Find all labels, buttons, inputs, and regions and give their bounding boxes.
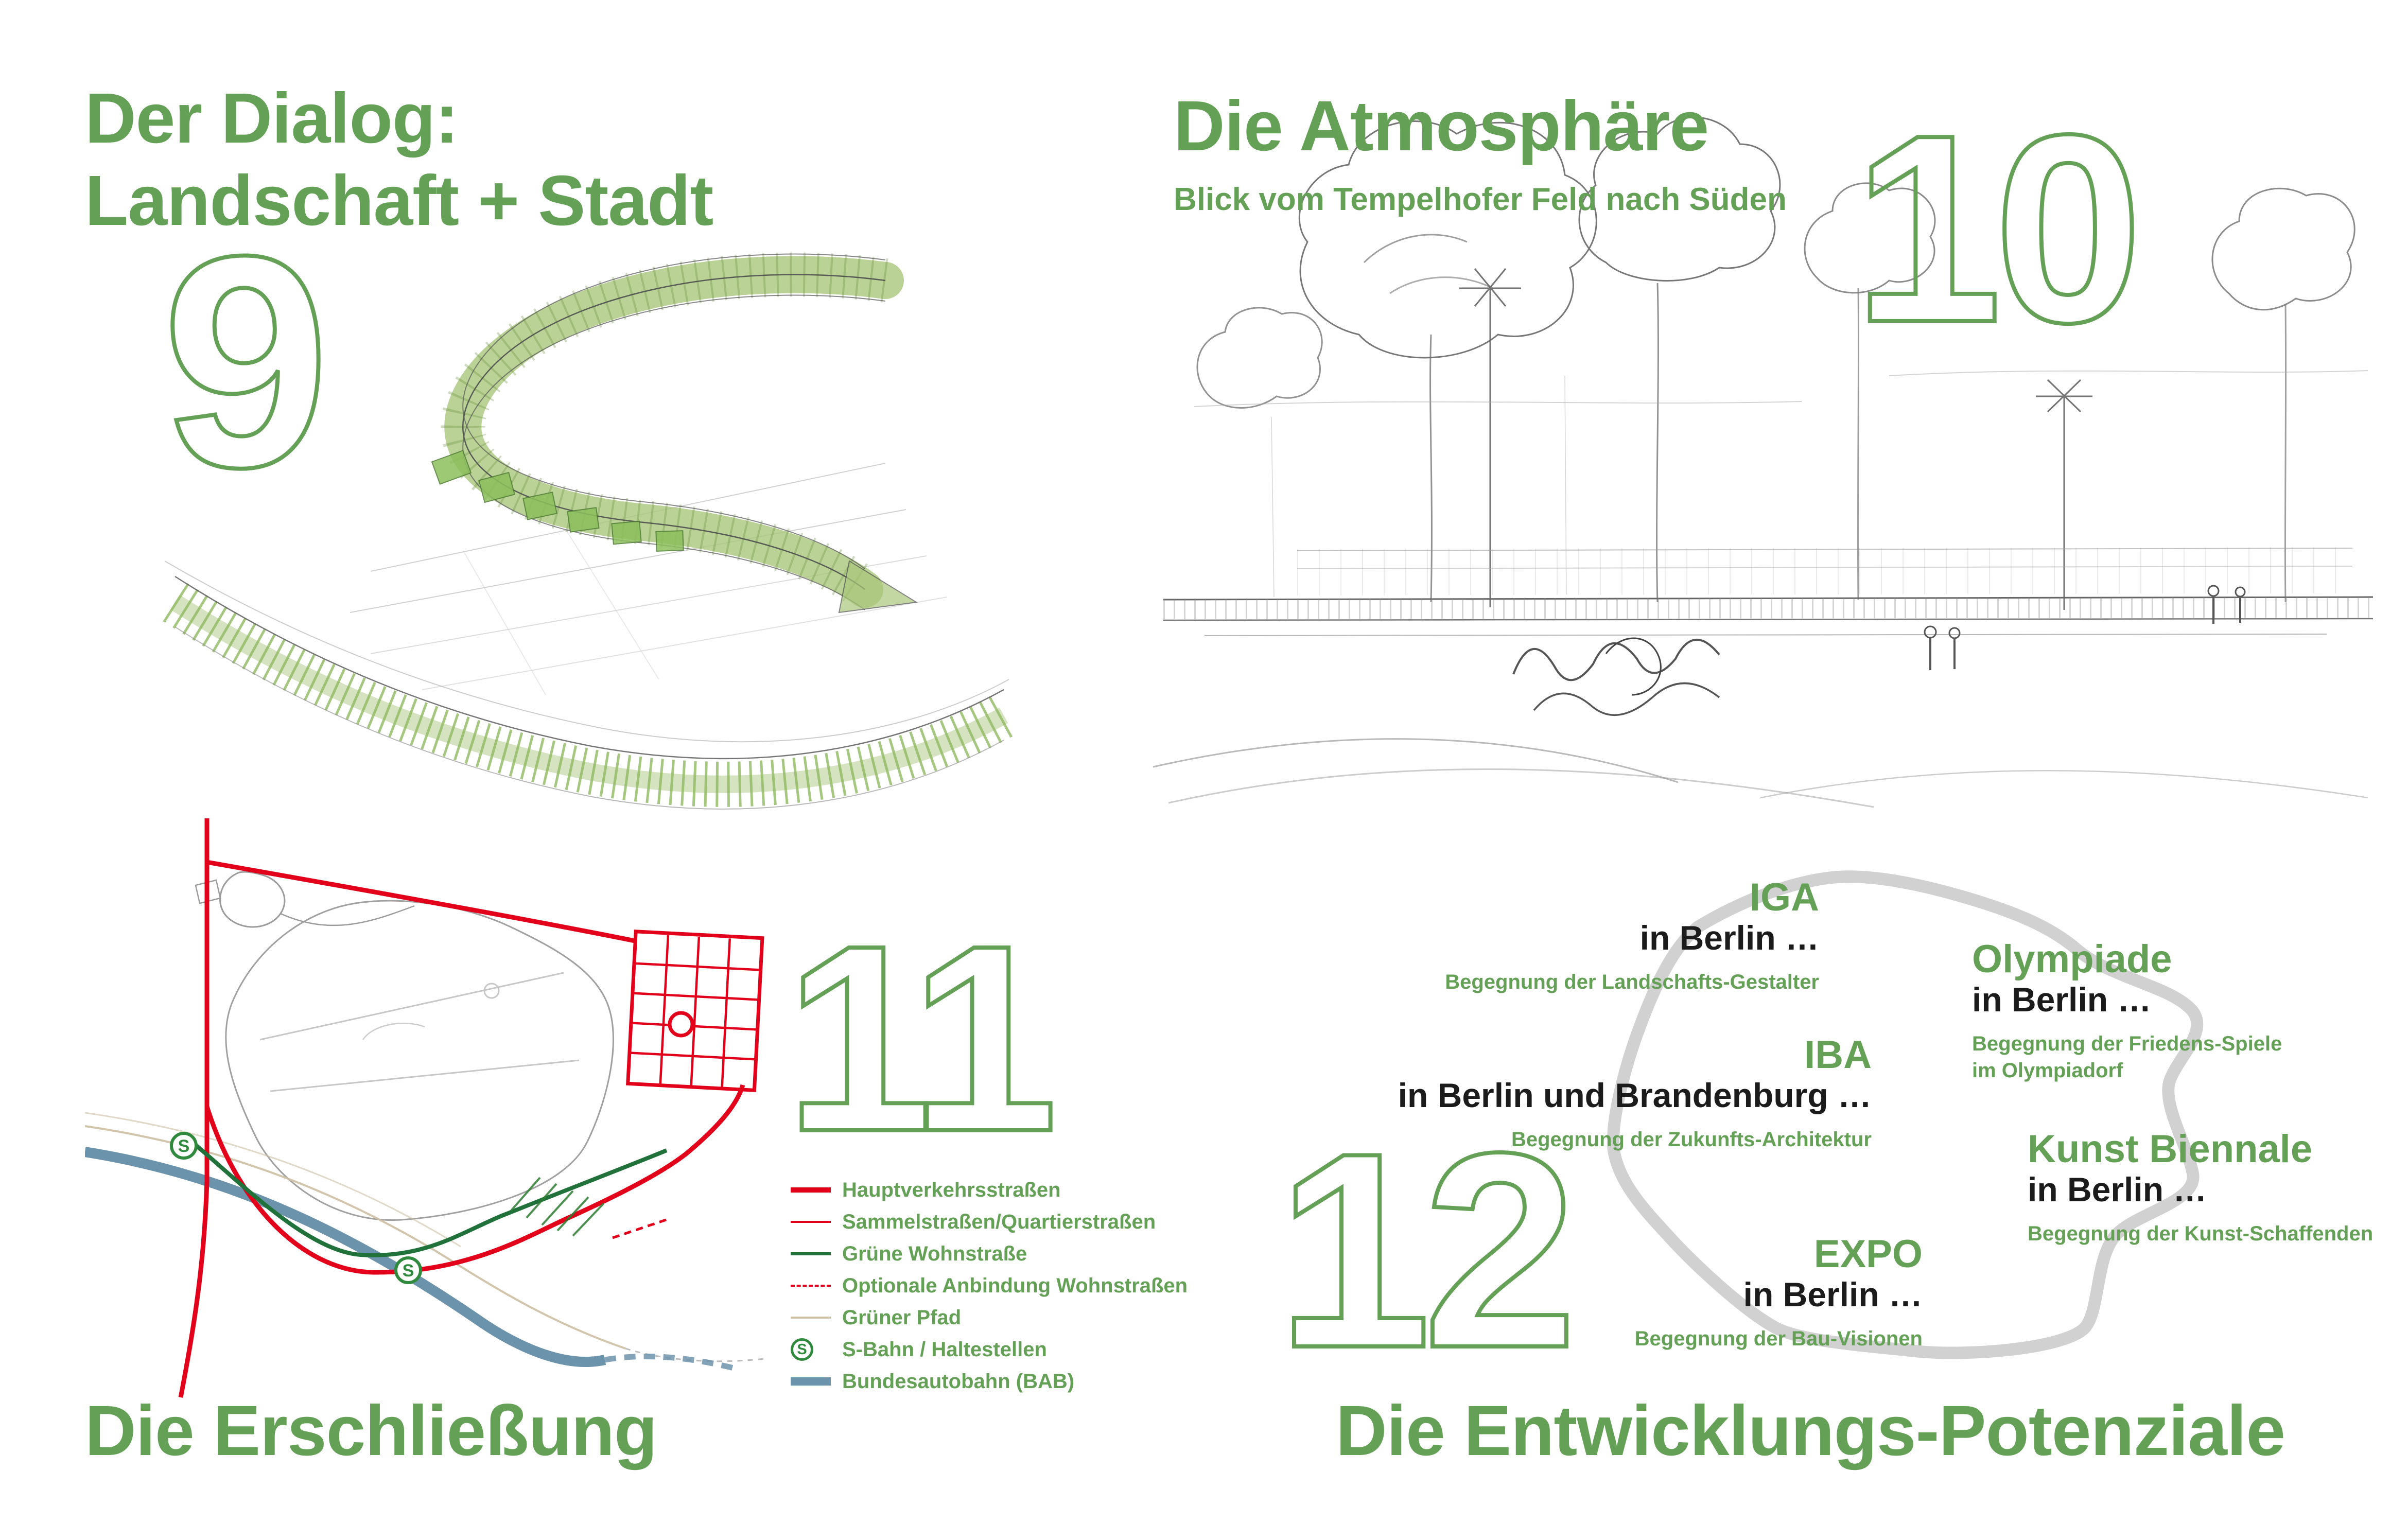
grid-node bbox=[668, 1011, 694, 1038]
event-name: IGA bbox=[1749, 875, 1819, 919]
event-description: Begegnung der Landschafts-Gestalter bbox=[1445, 970, 1819, 993]
event-description: Begegnung der Bau-Visionen bbox=[1634, 1327, 1923, 1350]
event-location: in Berlin … bbox=[1972, 980, 2152, 1019]
optional-connection bbox=[612, 1217, 670, 1239]
dashed-red-line-swatch bbox=[791, 1285, 831, 1287]
event-name: Kunst Biennale bbox=[2028, 1127, 2313, 1171]
dialog-heading-line2: Landschaft + Stadt bbox=[85, 161, 713, 241]
event-kunst-biennale: Kunst Biennale in Berlin … Begegnung der… bbox=[2028, 1129, 2373, 1247]
potenziale-heading: Die Entwicklungs-Potenziale bbox=[1336, 1391, 2285, 1470]
event-location: in Berlin … bbox=[2028, 1170, 2207, 1208]
sbahn-logo-icon: S bbox=[791, 1338, 831, 1361]
page-number-12: 12 bbox=[1275, 1095, 1579, 1406]
svg-text:S: S bbox=[178, 1136, 190, 1156]
event-description: Begegnung der Friedens-Spiele im Olympia… bbox=[1972, 1032, 2282, 1082]
event-location: in Berlin … bbox=[1639, 918, 1819, 957]
legend-label: Bundesautobahn (BAB) bbox=[842, 1370, 1075, 1393]
field-outline bbox=[225, 900, 614, 1221]
map-legend: Hauptverkehrsstraßen Sammelstraßen/Quart… bbox=[791, 1178, 1188, 1394]
dialog-heading: Der Dialog: Landschaft + Stadt bbox=[85, 77, 713, 242]
legend-label: Optionale Anbindung Wohnstraßen bbox=[842, 1274, 1188, 1297]
event-location: in Berlin und Brandenburg … bbox=[1398, 1076, 1872, 1114]
event-description: Begegnung der Kunst-Schaffenden bbox=[2028, 1222, 2374, 1245]
event-iga: IGA in Berlin … Begegnung der Landschaft… bbox=[1445, 877, 1819, 995]
legend-item-sbahn: S S-Bahn / Haltestellen bbox=[791, 1337, 1188, 1362]
access-map: S S bbox=[85, 818, 765, 1398]
thick-red-line-swatch bbox=[791, 1187, 831, 1193]
event-iba: IBA in Berlin und Brandenburg … Begegnun… bbox=[1398, 1035, 1872, 1153]
green-hatch bbox=[510, 1177, 605, 1237]
legend-label: Sammelstraßen/Quartierstraßen bbox=[842, 1210, 1156, 1233]
legend-item-optionale-anbindung: Optionale Anbindung Wohnstraßen bbox=[791, 1273, 1188, 1298]
atmosphere-pencil-sketch bbox=[1153, 116, 2374, 808]
event-description: Begegnung der Zukunfts-Architektur bbox=[1511, 1128, 1872, 1151]
legend-label: S-Bahn / Haltestellen bbox=[842, 1338, 1047, 1361]
thick-blue-line-swatch bbox=[791, 1377, 831, 1386]
event-name: IBA bbox=[1804, 1033, 1872, 1077]
event-name: EXPO bbox=[1813, 1232, 1923, 1276]
atmosphere-subtitle: Blick vom Tempelhofer Feld nach Süden bbox=[1174, 182, 1787, 217]
tan-line-swatch bbox=[791, 1317, 831, 1319]
sbahn-badge-letter: S bbox=[791, 1338, 813, 1361]
legend-item-hauptverkehrsstrassen: Hauptverkehrsstraßen bbox=[791, 1178, 1188, 1202]
legend-item-bundesautobahn: Bundesautobahn (BAB) bbox=[791, 1369, 1188, 1394]
sbahn-station-icon: S bbox=[394, 1256, 422, 1284]
landscape-city-sketch bbox=[163, 252, 1015, 810]
legend-item-gruene-wohnstrasse: Grüne Wohnstraße bbox=[791, 1241, 1188, 1266]
event-location: in Berlin … bbox=[1743, 1275, 1923, 1313]
green-line-swatch bbox=[791, 1252, 831, 1255]
event-olympiade: Olympiade in Berlin … Begegnung der Frie… bbox=[1972, 939, 2282, 1084]
erschliessung-heading: Die Erschließung bbox=[85, 1391, 657, 1470]
berlin-boundary-outline bbox=[1607, 870, 2204, 1359]
legend-label: Hauptverkehrsstraßen bbox=[842, 1178, 1061, 1201]
green-street bbox=[185, 1135, 668, 1257]
event-expo: EXPO in Berlin … Begegnung der Bau-Visio… bbox=[1635, 1234, 1923, 1352]
main-roads bbox=[178, 818, 745, 1398]
dialog-heading-line1: Der Dialog: bbox=[85, 79, 459, 158]
thin-red-line-swatch bbox=[791, 1221, 831, 1223]
legend-label: Grüner Pfad bbox=[842, 1306, 962, 1329]
page-number-10: 10 bbox=[1851, 79, 2145, 378]
atmosphere-heading: Die Atmosphäre bbox=[1174, 86, 1709, 166]
svg-text:S: S bbox=[403, 1261, 414, 1281]
legend-item-sammelstrassen: Sammelstraßen/Quartierstraßen bbox=[791, 1210, 1188, 1234]
page-number-11: 11 bbox=[783, 890, 1060, 1187]
event-name: Olympiade bbox=[1972, 937, 2172, 981]
legend-item-gruener-pfad: Grüner Pfad bbox=[791, 1305, 1188, 1330]
legend-label: Grüne Wohnstraße bbox=[842, 1242, 1027, 1265]
sbahn-station-icon: S bbox=[170, 1132, 198, 1160]
page-number-9: 9 bbox=[160, 193, 331, 530]
street-grid bbox=[626, 930, 764, 1092]
